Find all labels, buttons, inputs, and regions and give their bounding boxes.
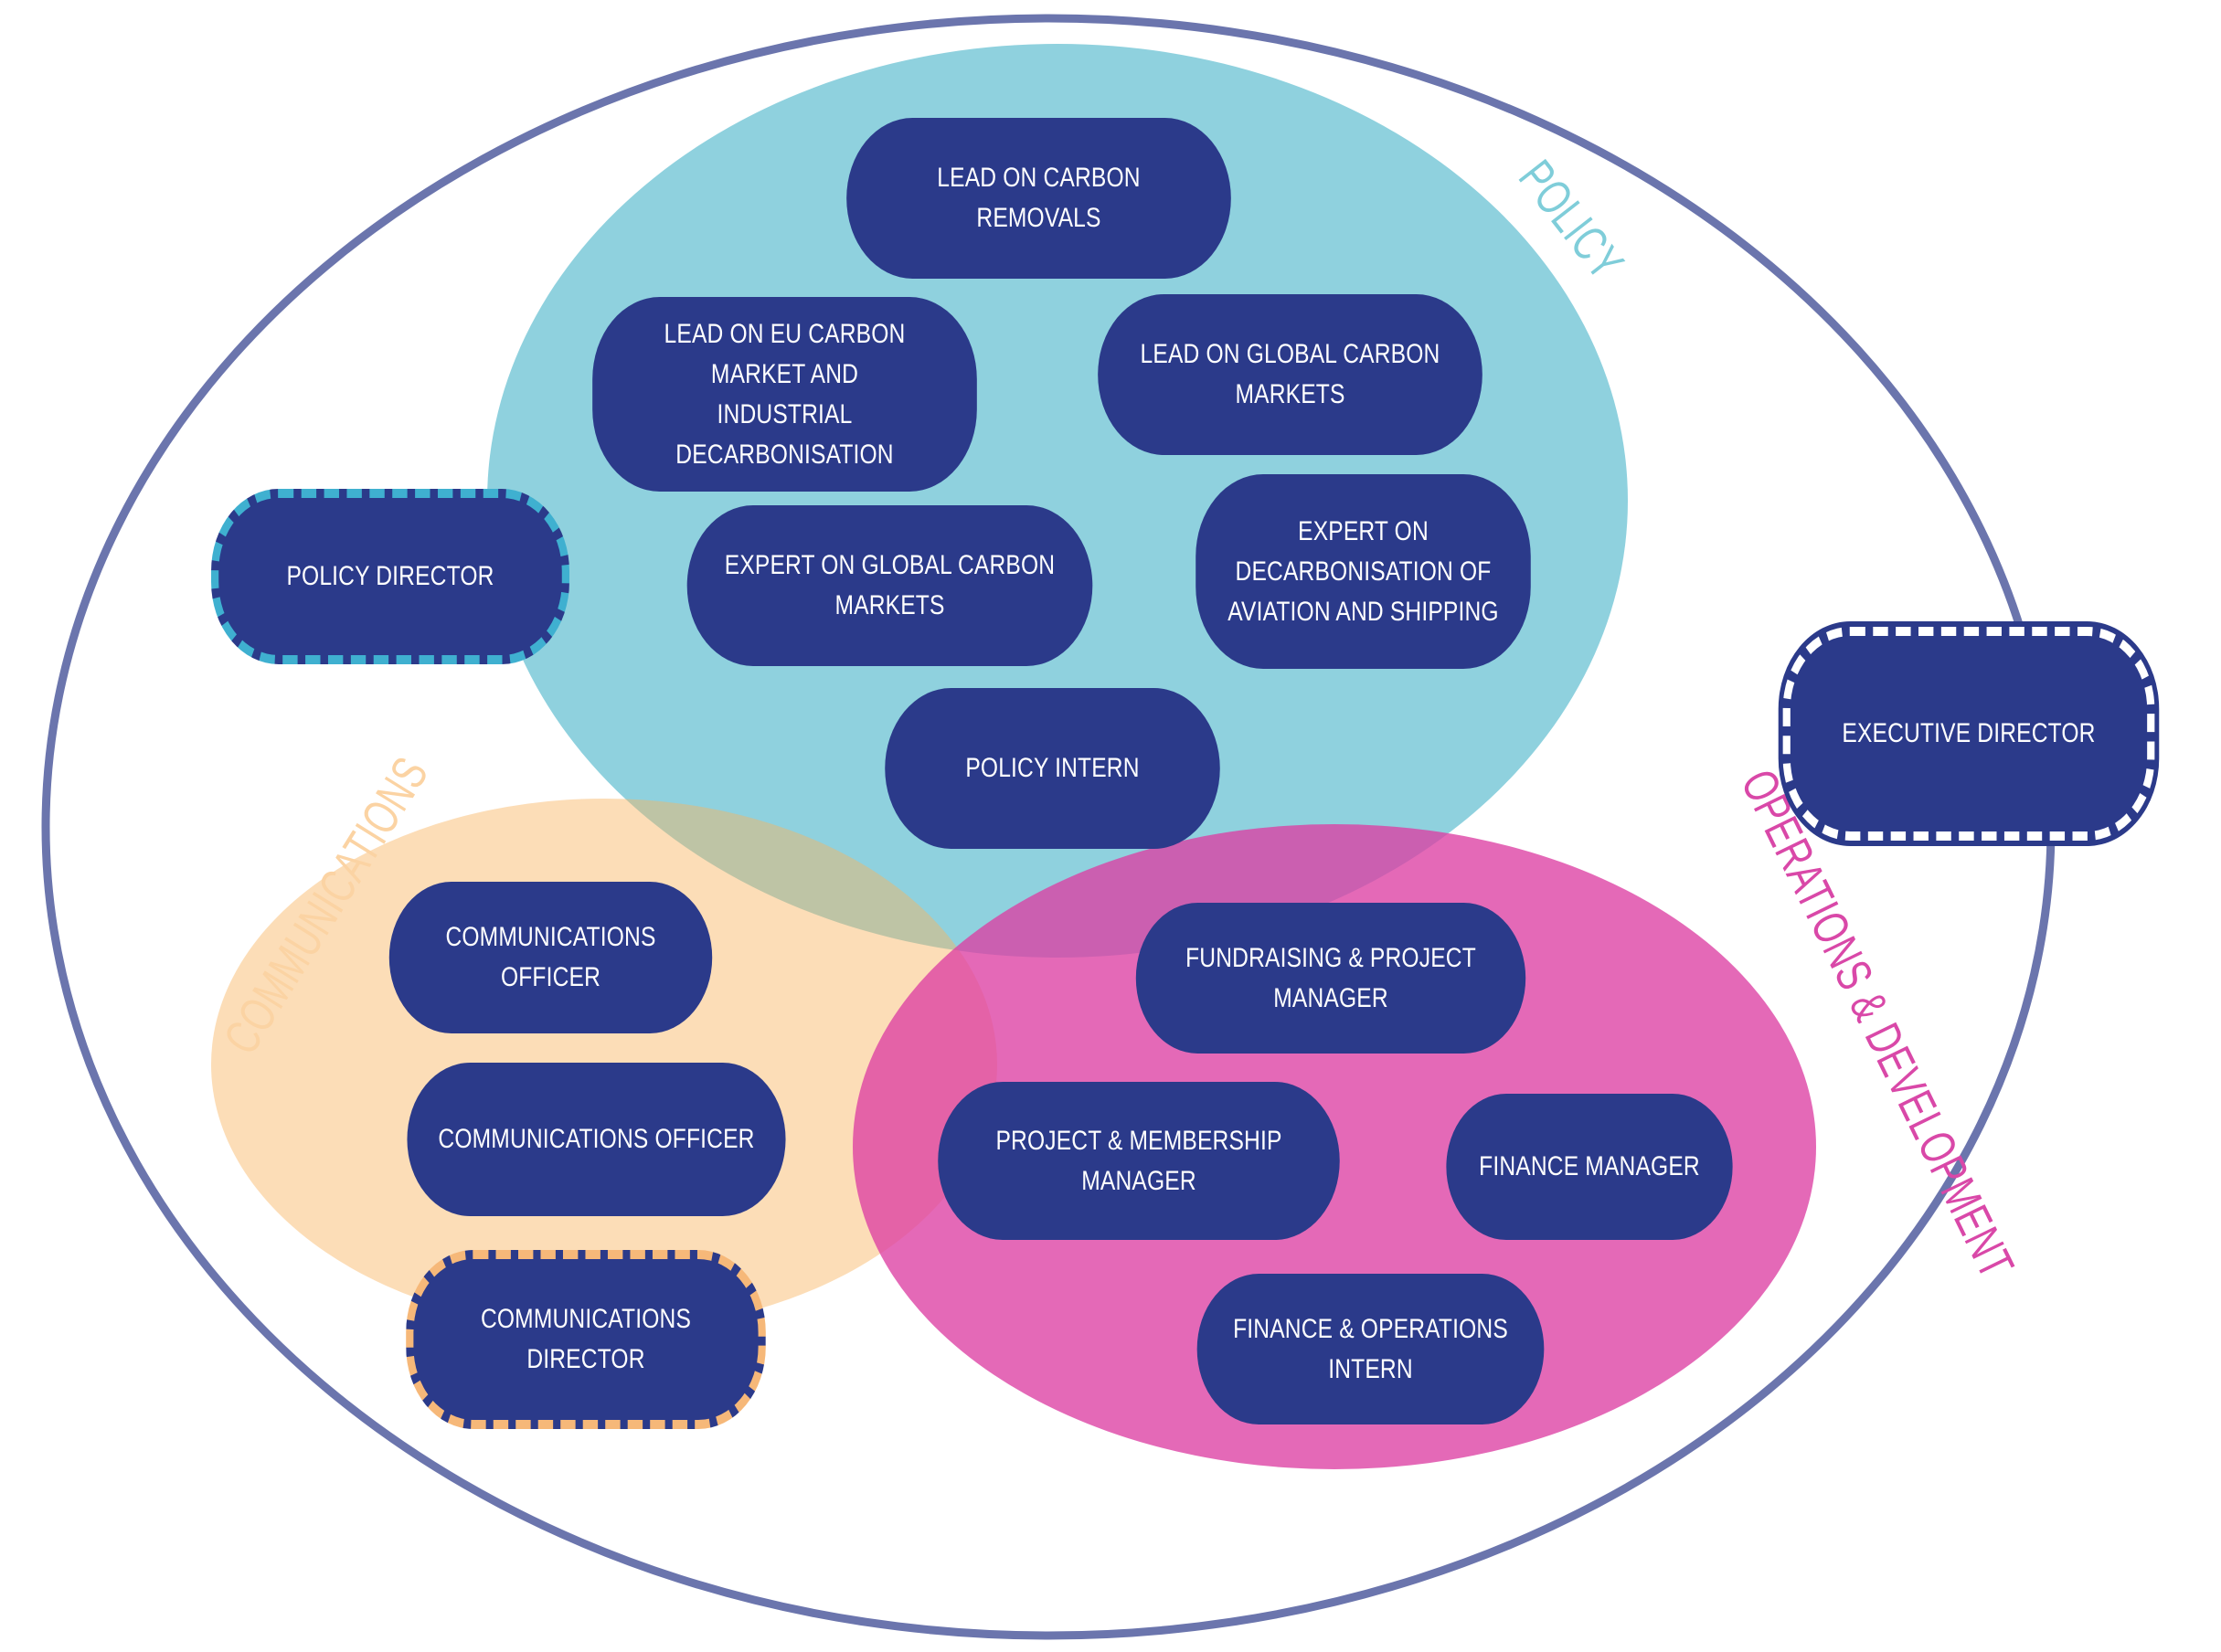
role-label: COMMUNICATIONS DIRECTOR [480,1304,692,1374]
role-label: POLICY INTERN [965,753,1140,783]
role-executive-director: EXECUTIVE DIRECTOR [1782,627,2155,841]
role-lead-global-carbon-markets: LEAD ON GLOBAL CARBON MARKETS [1098,294,1482,455]
role-finance-operations-intern: FINANCE & OPERATIONS INTERN [1196,1274,1545,1424]
role-label: POLICY DIRECTOR [286,561,494,591]
role-fundraising-project-manager: FUNDRAISING & PROJECT MANAGER [1135,903,1526,1054]
role-label: COMMUNICATIONS OFFICER [445,922,656,992]
role-communications-officer-2: COMMUNICATIONS OFFICER [407,1063,786,1216]
role-communications-director: COMMUNICATIONS DIRECTOR [406,1250,766,1429]
policy-group-ellipse [487,44,1628,958]
role-label: LEAD ON GLOBAL CARBON MARKETS [1140,339,1440,409]
role-label: PROJECT & MEMBERSHIP MANAGER [995,1125,1282,1196]
role-project-membership-manager: PROJECT & MEMBERSHIP MANAGER [938,1082,1340,1240]
role-communications-officer-1: COMMUNICATIONS OFFICER [388,882,713,1033]
role-lead-carbon-removals: LEAD ON CARBON REMOVALS [846,118,1231,279]
role-label: LEAD ON CARBON REMOVALS [937,163,1141,233]
role-policy-intern: POLICY INTERN [885,688,1220,849]
role-label: EXECUTIVE DIRECTOR [1842,718,2096,748]
role-expert-aviation-shipping: EXPERT ON DECARBONISATION OF AVIATION AN… [1196,474,1531,669]
role-label: FINANCE & OPERATIONS INTERN [1233,1313,1508,1384]
role-lead-eu-carbon-market: LEAD ON EU CARBON MARKET AND INDUSTRIAL … [592,297,977,492]
role-finance-manager: FINANCE MANAGER [1446,1094,1733,1240]
role-label: FINANCE MANAGER [1479,1151,1700,1181]
role-label: EXPERT ON DECARBONISATION OF AVIATION AN… [1227,515,1499,627]
role-label: EXPERT ON GLOBAL CARBON MARKETS [724,550,1056,620]
role-label: FUNDRAISING & PROJECT MANAGER [1185,942,1476,1013]
role-label: COMMUNICATIONS OFFICER [438,1124,755,1154]
role-expert-global-carbon-markets: EXPERT ON GLOBAL CARBON MARKETS [686,505,1093,666]
role-policy-director: POLICY DIRECTOR [211,489,569,664]
role-label: LEAD ON EU CARBON MARKET AND INDUSTRIAL … [664,318,906,470]
